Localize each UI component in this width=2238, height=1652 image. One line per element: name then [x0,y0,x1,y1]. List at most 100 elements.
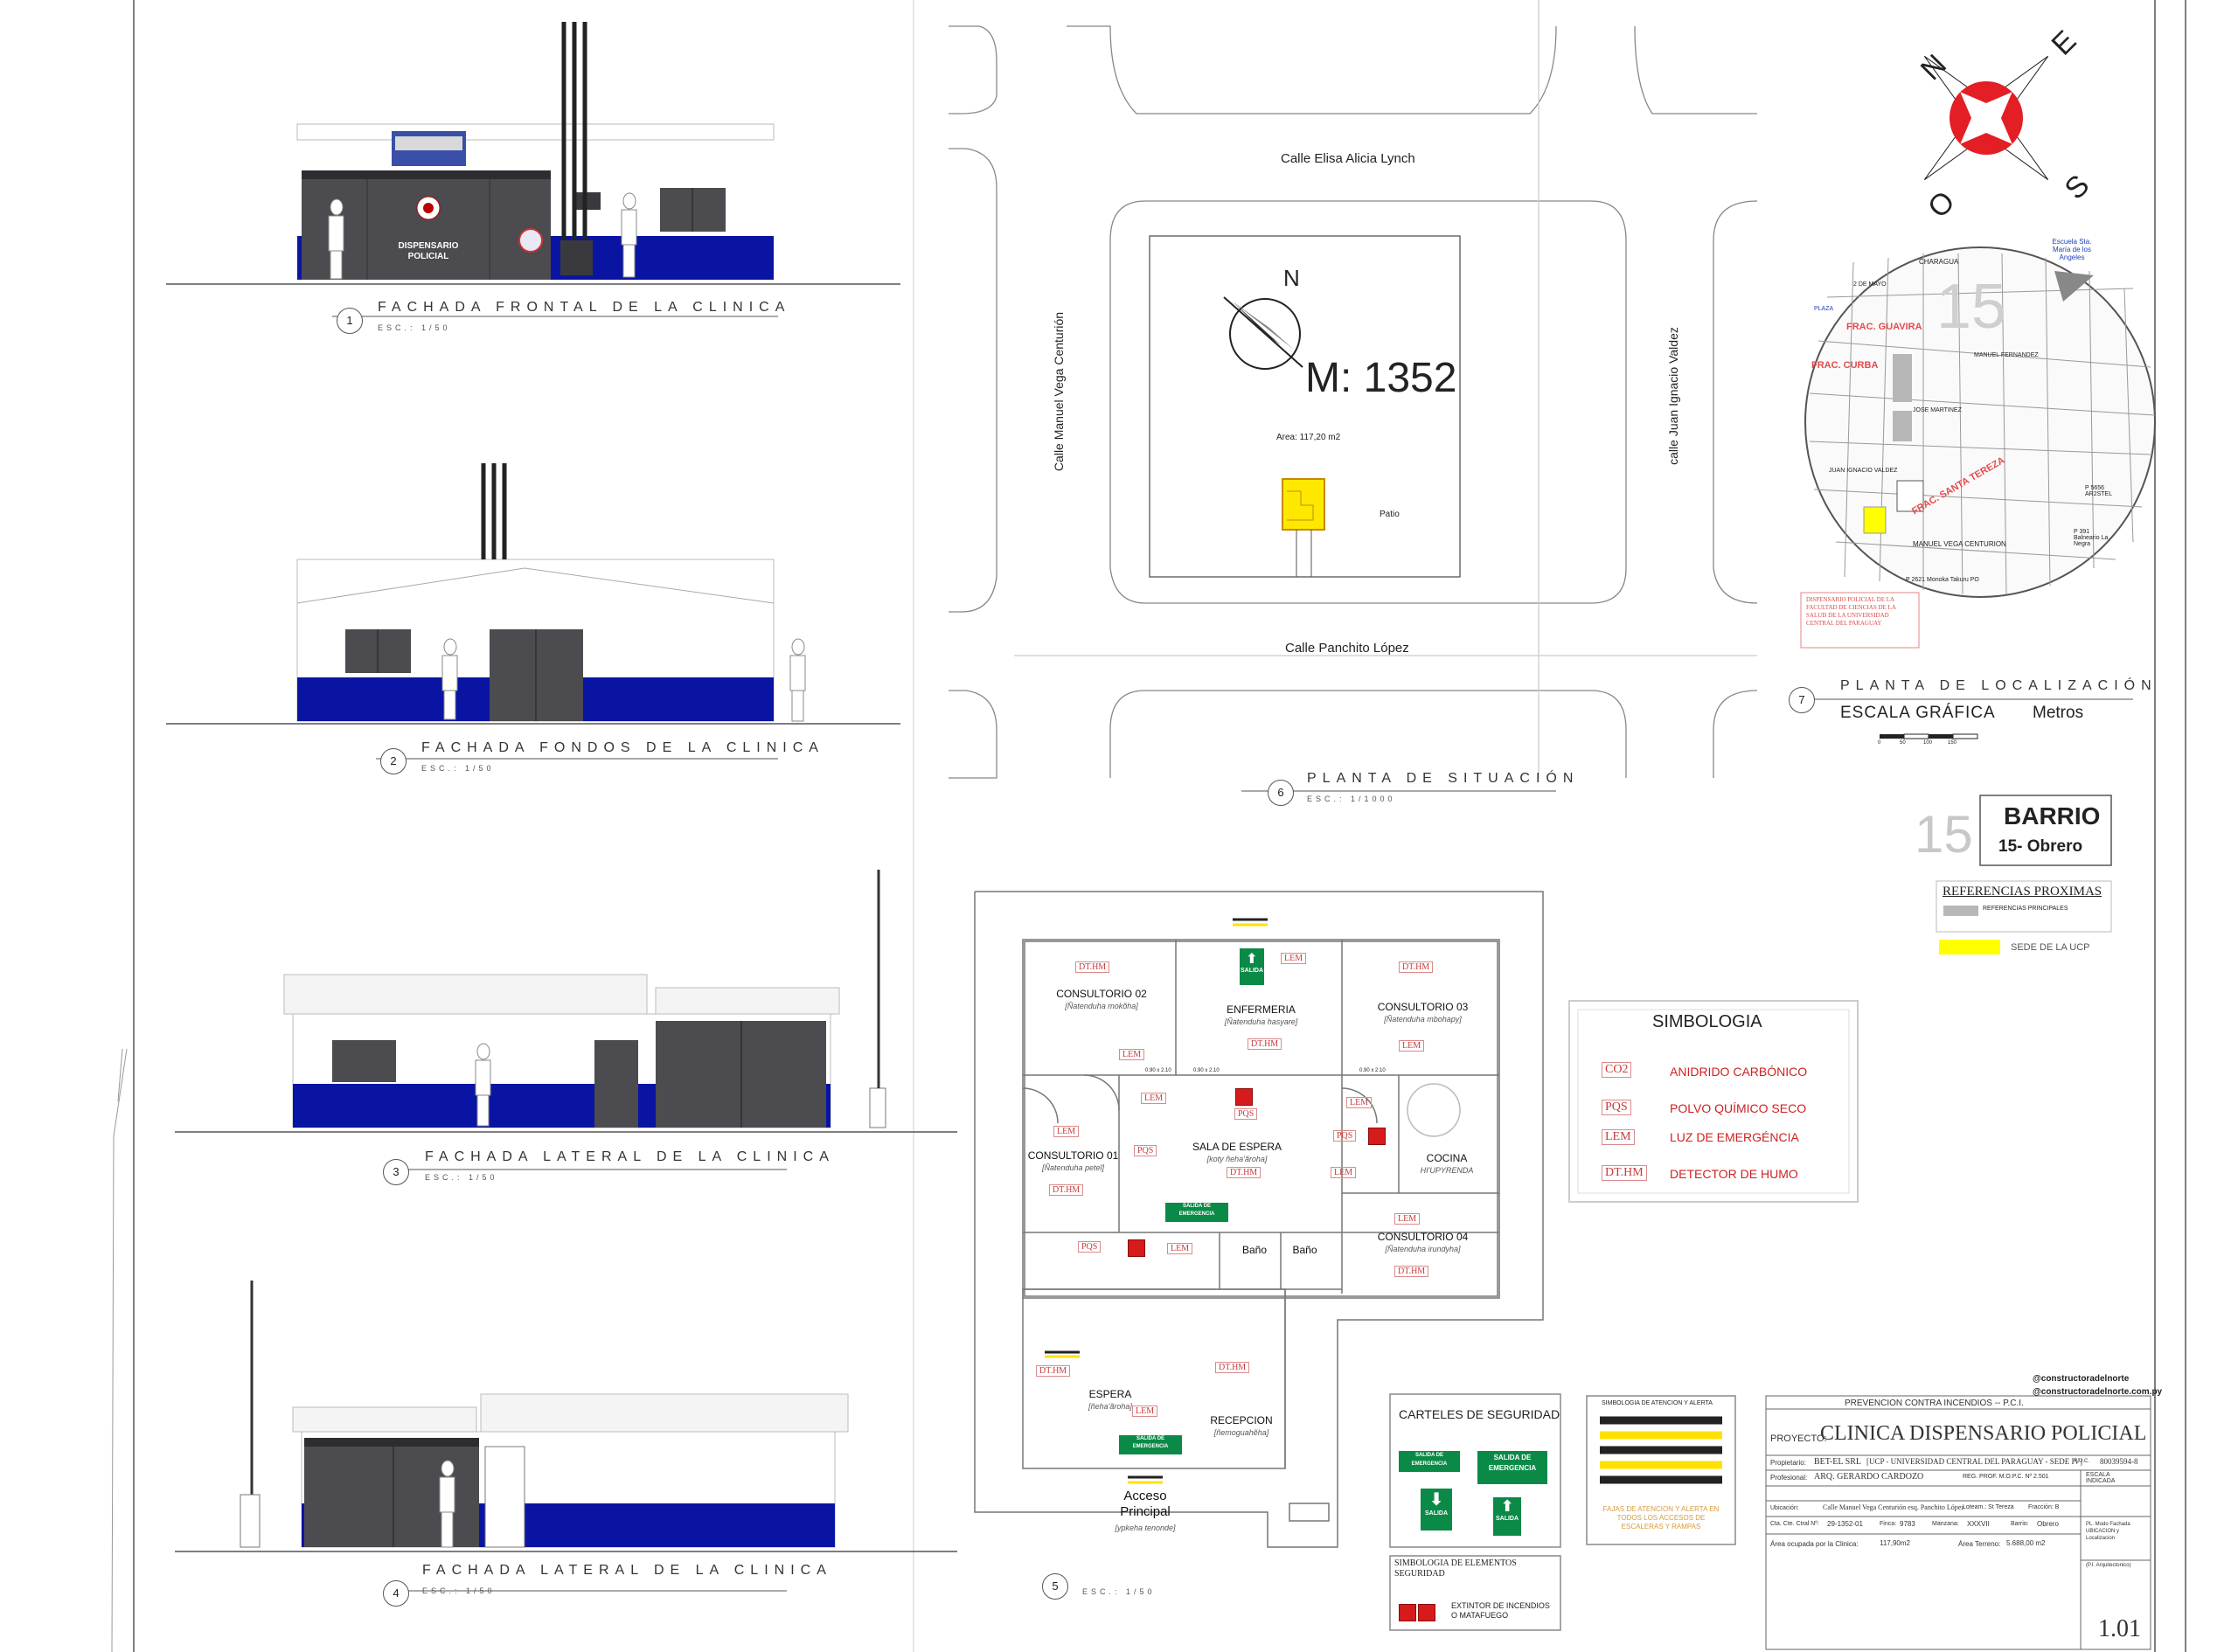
map-note-0: P 5656 AR2STEL [2085,485,2113,497]
map-school: Escuela Sta. María de los Angeles [2052,238,2092,261]
elevation-3-number: 3 [383,1159,409,1185]
tb-owner: BET-EL SRL [1814,1457,1861,1467]
symbology-code-2: LEM [1602,1129,1635,1145]
tb-reg: REG. PROF. M.O.P.C. Nº 2.501 [1963,1474,2049,1480]
tb-ruc-label: R.U.C. [2074,1459,2089,1464]
plan-pqs-2: PQS [1134,1145,1157,1156]
plan-dthm-2: DT.HM [1399,961,1434,973]
elevation-2-scale: ESC.: 1/50 [421,764,495,773]
room-name: CONSULTORIO 03 [1377,1001,1469,1013]
elevation-1-number: 1 [337,308,363,334]
tb-owner-label: Propietario: [1770,1459,1806,1467]
exit-sign-label: SALIDA DE EMERGENCIA [1132,1436,1169,1449]
tb-side-code: (P.I. Arquitectonico) [2086,1563,2131,1568]
location-map [1797,246,2156,739]
scale-tick-3: 150 [1948,740,1957,746]
scale-tick-2: 100 [1923,740,1933,746]
map-note-1: P 391 Balneario La Negra [2074,529,2109,547]
room-name: RECEPCION [1210,1414,1273,1426]
tb-barrio-label: Barrio: [2011,1521,2029,1527]
extinguisher-label: EXTINTOR DE INCENDIOS O MATAFUEGO [1451,1601,1550,1620]
patio-label: Patio [1380,510,1400,519]
tb-project: CLINICA DISPENSARIO POLICIAL [1820,1422,2147,1445]
street-left: Calle Manuel Vega Centurión [1052,311,1067,472]
room-consultorio-01: CONSULTORIO 01[Ñatenduha peteĩ] [1027,1149,1119,1174]
plan-pqs-1: PQS [1234,1108,1258,1120]
reference-item-0: REFERENCIAS PRINCIPALES [1983,906,2068,912]
room-bano-2: Baño [1281,1244,1329,1256]
barrio-subtitle: 15- Obrero [1998,837,2083,856]
symbology-code-1: PQS [1602,1100,1631,1115]
map-note-2: P 2621 Monoka Takuru PO [1906,577,1979,583]
plan-dthm-1: DT.HM [1075,961,1110,973]
symbology-title: SIMBOLOGIA [1652,1012,1762,1031]
street-bottom: Calle Panchito López [1285,641,1409,656]
tb-cta: 29-1352-01 [1827,1520,1863,1528]
fire-extinguisher-icon [1128,1239,1145,1257]
map-street-3: JOSE MARTINEZ [1913,407,1962,413]
map-stamp: DISPENSARIO POLICIAL DE LA FACULTAD DE C… [1806,596,1896,627]
location-number: 7 [1789,687,1815,713]
situation-number: 6 [1268,780,1294,806]
map-street-1: 2 DE MAYO [1853,281,1887,288]
arrow-up-icon: ⬆ [1500,1497,1514,1515]
barrio-number: 15 [1915,805,1973,864]
barrio-title: BARRIO [2004,802,2101,829]
elevation-3-scale: ESC.: 1/50 [425,1173,498,1182]
scale-tick-1: 50 [1900,740,1906,746]
lot-number: M: 1352 [1305,355,1457,401]
tb-cta-label: Cta. Cte. Ctral Nº: [1770,1521,1819,1527]
plan-dthm-5: DT.HM [1049,1184,1084,1196]
tb-sheet-number: 1.01 [2098,1615,2141,1642]
tb-finca-label: Finca: [1880,1521,1897,1527]
exit-sign-espera: SALIDA DE EMERGENCIA [1119,1435,1182,1454]
tb-manzana: XXXVII [1967,1520,1990,1528]
elevation-1-caption: FACHADA FRONTAL DE LA CLINICA [378,300,791,315]
exit-sign-label: SALIDA DE EMERGENCIA [1178,1204,1215,1217]
room-name: CONSULTORIO 04 [1377,1231,1469,1243]
room-consultorio-03: CONSULTORIO 03[Ñatenduha mbohapy] [1351,1001,1495,1025]
map-street-5: MANUEL VEGA CENTURION [1913,540,2006,548]
plan-pqs-4: PQS [1078,1241,1102,1253]
plan-lem-9: LEM [1167,1243,1193,1254]
tb-loteam: Loteam.: St Tereza [1963,1504,2014,1510]
room-name: CONSULTORIO 01 [1027,1149,1119,1162]
room-sub: [Ñatenduha hasyare] [1224,1017,1298,1026]
room-name: Baño [1241,1244,1268,1256]
room-name: SALA DE ESPERA [1192,1141,1282,1153]
room-sub: [koty ñeha'ãroha] [1206,1155,1268,1163]
tb-owner-detail: [UCP - UNIVERSIDAD CENTRAL DEL PARAGUAY … [1866,1457,2082,1466]
elevation-rear [166,463,900,760]
room-sub: HI'UPYRENDA [1420,1166,1474,1175]
exit-sign-top: ⬆SALIDA [1240,948,1264,985]
elevation-1-scale: ESC.: 1/50 [378,323,451,332]
elevation-2-caption: FACHADA FONDOS DE LA CLINICA [421,740,824,755]
elevation-front [166,22,900,317]
arrow-up-icon: ⬆ [1246,952,1258,967]
room-consultorio-02: CONSULTORIO 02[Ñatenduha mokõha] [1032,988,1171,1012]
safety-sign-3: ⬆SALIDA [1493,1497,1521,1536]
safety-sign-label: SALIDA DE EMERGENCIA [1488,1454,1537,1472]
arrow-down-icon: ⬇ [1428,1490,1444,1510]
situation-scale: ESC.: 1/1000 [1307,795,1396,803]
room-recepcion: RECEPCION[ñemoguahẽha] [1198,1414,1285,1439]
elevation-2-number: 2 [380,748,407,774]
elevation-4-scale: ESC.: 1/50 [422,1586,496,1595]
fire-extinguisher-icon [1399,1604,1416,1621]
fire-extinguisher-icon [1235,1088,1253,1106]
main-entrance: Acceso Principal[ypkeha tenonde] [1102,1489,1189,1536]
plan-lem-8: LEM [1394,1213,1421,1225]
floor-attention-stripes [1045,918,1268,1484]
map-street-6: PLAZA [1814,306,1834,312]
fire-extinguisher-icon [1418,1604,1435,1621]
scale-tick-0: 0 [1878,740,1881,746]
plan-pqs-3: PQS [1333,1130,1357,1142]
street-top: Calle Elisa Alicia Lynch [1281,151,1415,166]
room-name: ESPERA [1088,1388,1132,1400]
plan-lem-2: LEM [1119,1049,1145,1060]
entrance-sub: [ypkeha tenonde] [1115,1524,1176,1532]
tb-area: 117,90m2 [1880,1539,1910,1547]
tb-finca: 9783 [1900,1520,1915,1528]
